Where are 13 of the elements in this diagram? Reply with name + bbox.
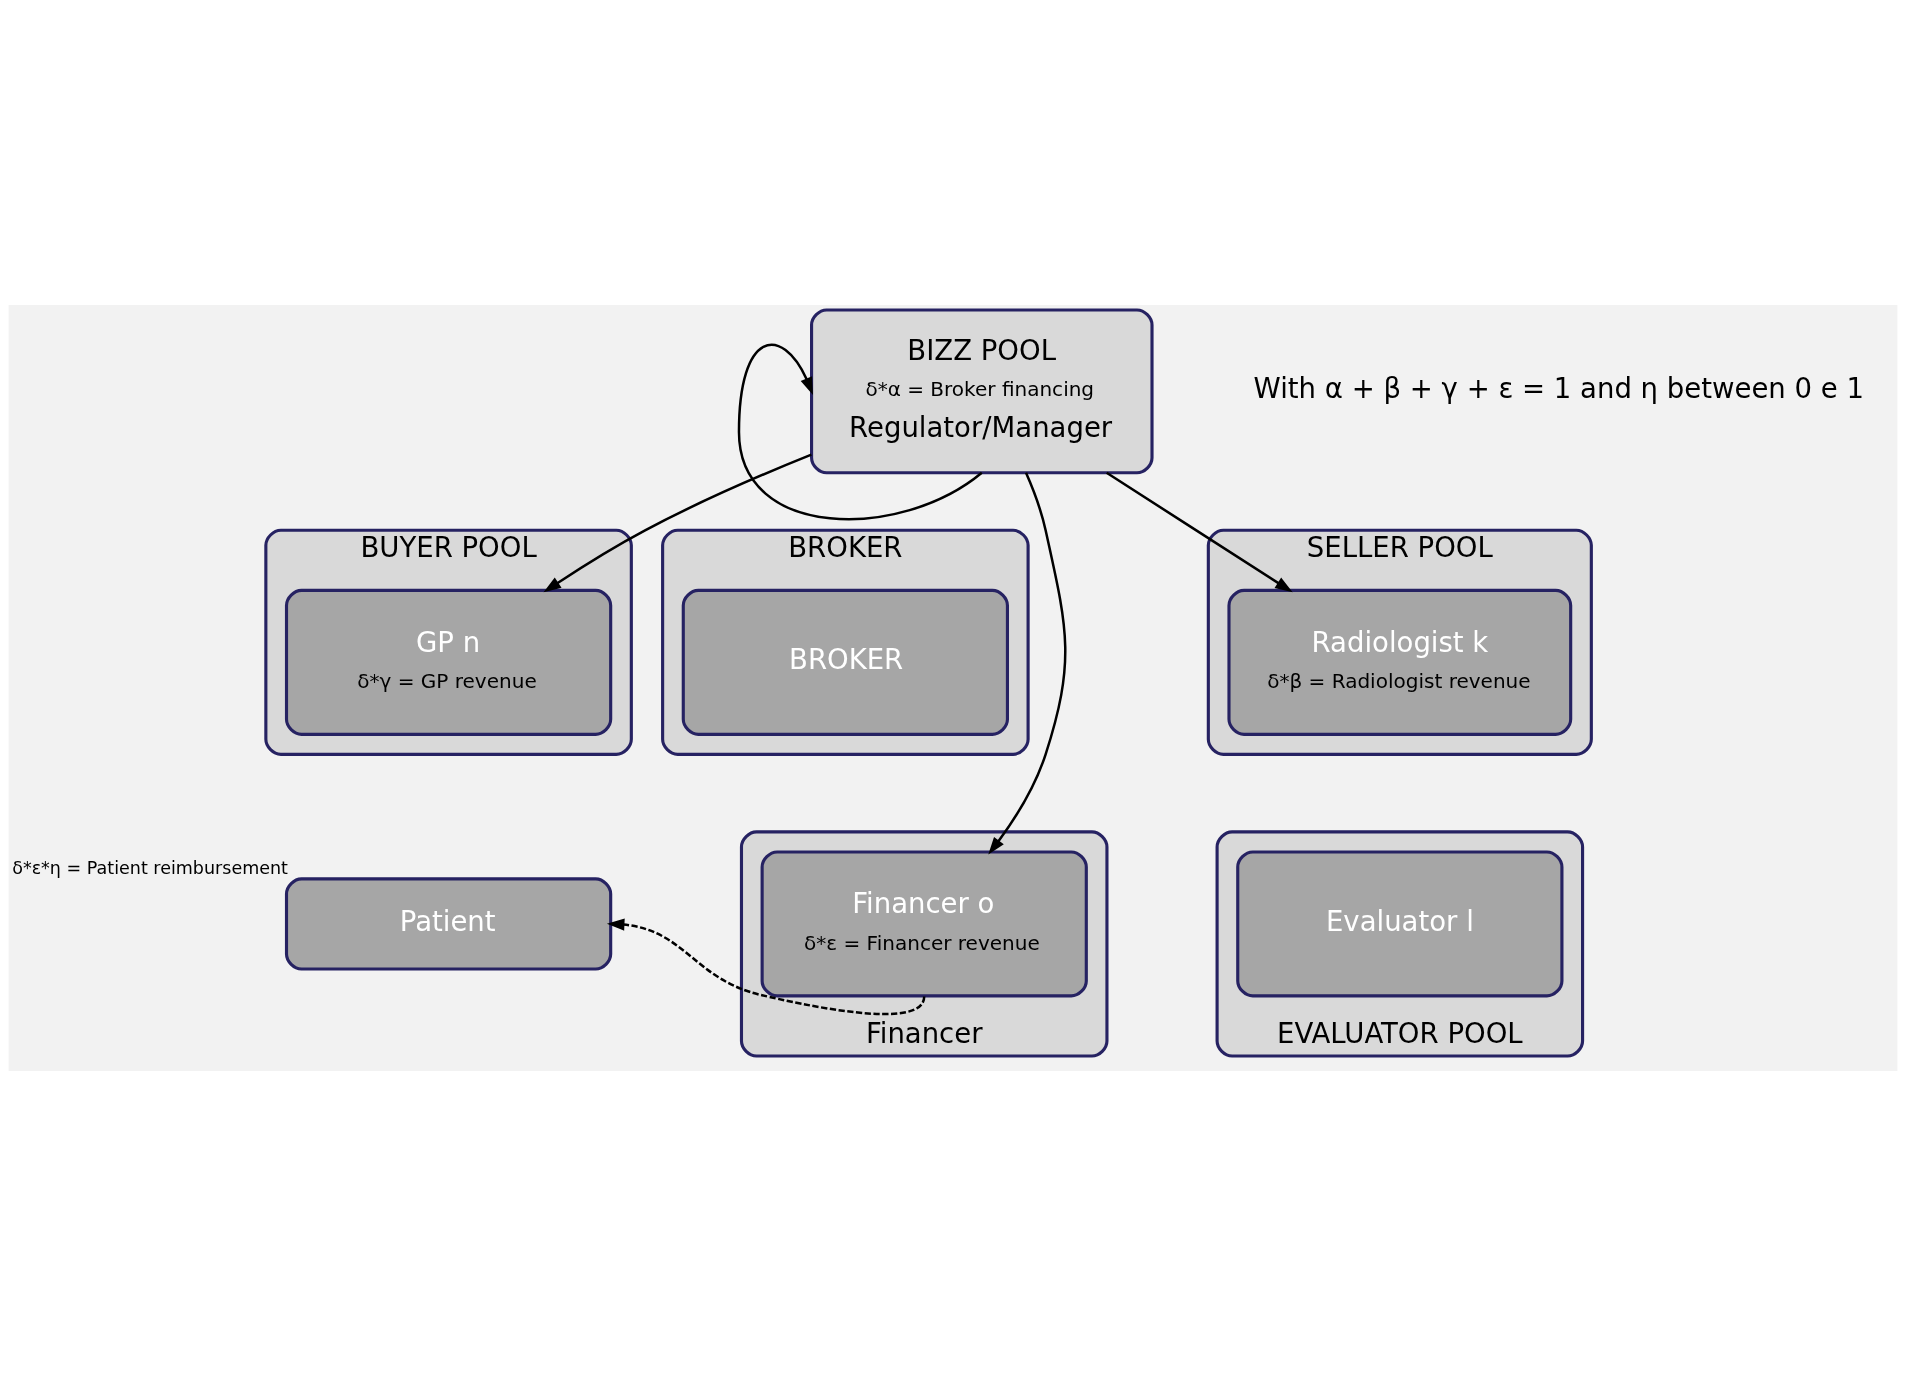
arrow — [988, 471, 1067, 855]
node-box: Patient — [284, 876, 613, 971]
node-label: δ*ε*η = Patient reimbursement — [12, 857, 288, 878]
arrow — [606, 917, 926, 1015]
node-box: BROKER — [681, 588, 1009, 736]
node-box: GP n δ*γ = GP revenue — [284, 588, 613, 736]
label: With α + β + γ + ε = 1 and η between 0 e 1 — [1253, 371, 1864, 404]
arrow — [543, 453, 812, 592]
node-box: Radiologist k δ*β = Radiologist revenue — [1227, 588, 1573, 736]
arrow — [1105, 471, 1293, 592]
node-box: BIZZ POOL δ*α = Broker financing Regulator/Manager — [810, 307, 1154, 474]
node-box: Evaluator l — [1236, 849, 1564, 997]
node-box: Financer o δ*ε = Financer revenue — [760, 849, 1088, 997]
